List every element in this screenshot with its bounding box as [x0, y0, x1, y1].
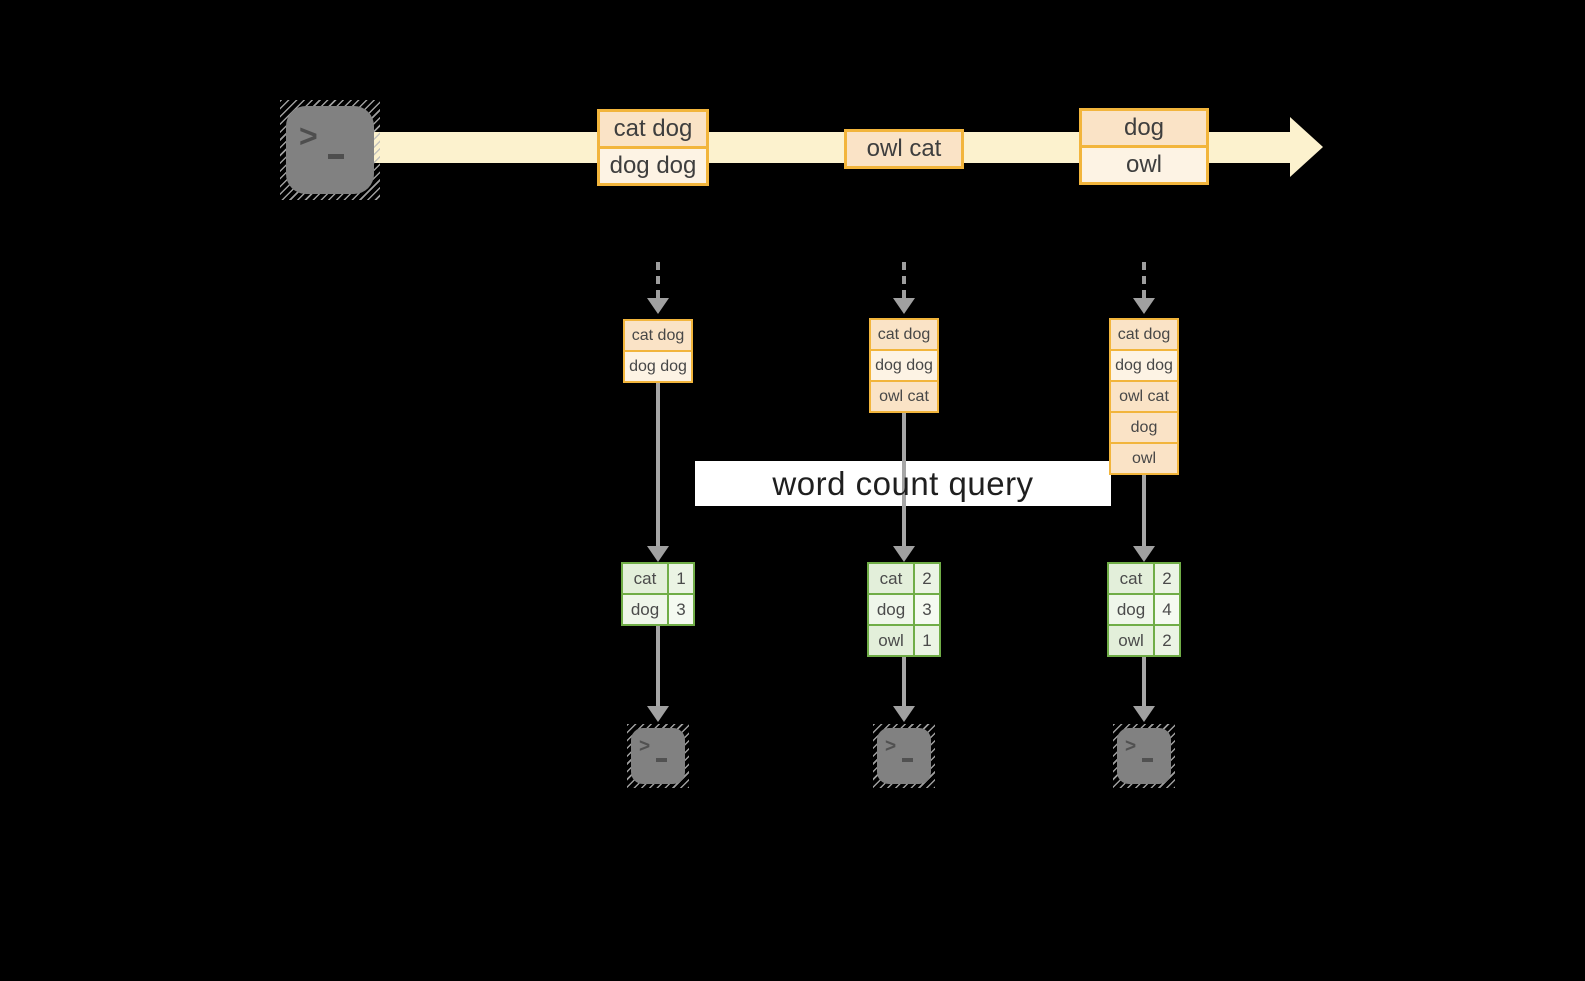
- output-arrow-line: [656, 626, 660, 706]
- stream-arrowhead-icon: [1290, 117, 1323, 177]
- terminal-cursor-icon: [1142, 758, 1153, 762]
- word-cell: dog: [869, 595, 913, 624]
- word-cell: dog: [623, 595, 667, 624]
- terminal-body: >: [877, 728, 931, 784]
- buffer-row: cat dog: [1111, 320, 1177, 349]
- buffer-row: dog dog: [1111, 351, 1177, 380]
- output-arrow-line: [902, 657, 906, 706]
- word-cell: owl: [869, 626, 913, 655]
- query-label: word count query: [772, 465, 1034, 502]
- query-arrowhead-icon: [647, 546, 669, 562]
- stream-event-box-3: dog owl: [1079, 108, 1209, 185]
- word-cell: cat: [869, 564, 913, 593]
- terminal-cursor-icon: [902, 758, 913, 762]
- count-cell: 1: [669, 564, 693, 593]
- input-buffer-3: cat dog dog dog owl cat dog owl: [1109, 318, 1179, 475]
- output-arrowhead-icon: [893, 706, 915, 722]
- event-text: dog: [1082, 111, 1206, 145]
- count-cell: 3: [915, 595, 939, 624]
- sink-terminal-icon-1: >: [627, 724, 689, 788]
- count-cell: 1: [915, 626, 939, 655]
- event-text: cat dog: [600, 112, 706, 146]
- count-cell: 3: [669, 595, 693, 624]
- buffer-row: dog dog: [871, 351, 937, 380]
- dashed-arrowhead-icon: [1133, 298, 1155, 314]
- terminal-prompt-icon: >: [885, 736, 897, 757]
- count-cell: 2: [1155, 564, 1179, 593]
- count-table-2: cat 2 dog 3 owl 1: [867, 562, 941, 657]
- word-cell: owl: [1109, 626, 1153, 655]
- count-table-1: cat 1 dog 3: [621, 562, 695, 626]
- terminal-body: >: [631, 728, 685, 784]
- query-arrowhead-icon: [893, 546, 915, 562]
- word-cell: cat: [623, 564, 667, 593]
- buffer-row: cat dog: [625, 321, 691, 350]
- stream-event-box-2: owl cat: [844, 129, 964, 169]
- dashed-arrowhead-icon: [893, 298, 915, 314]
- count-cell: 4: [1155, 595, 1179, 624]
- buffer-row: cat dog: [871, 320, 937, 349]
- dashed-arrow-line: [656, 262, 660, 298]
- output-arrowhead-icon: [647, 706, 669, 722]
- sink-terminal-icon-2: >: [873, 724, 935, 788]
- terminal-body: >: [286, 106, 374, 194]
- dashed-arrow-line: [1142, 262, 1146, 298]
- query-arrow-line: [656, 383, 660, 546]
- buffer-row: owl: [1111, 444, 1177, 473]
- terminal-body: >: [1117, 728, 1171, 784]
- buffer-row: dog: [1111, 413, 1177, 442]
- input-buffer-2: cat dog dog dog owl cat: [869, 318, 939, 413]
- word-cell: cat: [1109, 564, 1153, 593]
- dashed-arrowhead-icon: [647, 298, 669, 314]
- query-arrow-line: [902, 413, 906, 546]
- event-text: owl: [1082, 148, 1206, 182]
- buffer-row: owl cat: [1111, 382, 1177, 411]
- event-text: dog dog: [600, 149, 706, 183]
- event-text: owl cat: [847, 132, 961, 166]
- output-arrow-line: [1142, 657, 1146, 706]
- dashed-arrow-line: [902, 262, 906, 298]
- terminal-prompt-icon: >: [1125, 736, 1137, 757]
- output-arrowhead-icon: [1133, 706, 1155, 722]
- query-arrowhead-icon: [1133, 546, 1155, 562]
- word-cell: dog: [1109, 595, 1153, 624]
- stream-event-box-1: cat dog dog dog: [597, 109, 709, 186]
- count-cell: 2: [915, 564, 939, 593]
- count-cell: 2: [1155, 626, 1179, 655]
- terminal-prompt-icon: >: [639, 736, 651, 757]
- source-terminal-icon: >: [280, 100, 380, 200]
- query-arrow-line: [1142, 475, 1146, 546]
- input-buffer-1: cat dog dog dog: [623, 319, 693, 383]
- terminal-cursor-icon: [328, 154, 344, 159]
- terminal-cursor-icon: [656, 758, 667, 762]
- sink-terminal-icon-3: >: [1113, 724, 1175, 788]
- buffer-row: dog dog: [625, 352, 691, 381]
- buffer-row: owl cat: [871, 382, 937, 411]
- count-table-3: cat 2 dog 4 owl 2: [1107, 562, 1181, 657]
- terminal-prompt-icon: >: [299, 118, 318, 154]
